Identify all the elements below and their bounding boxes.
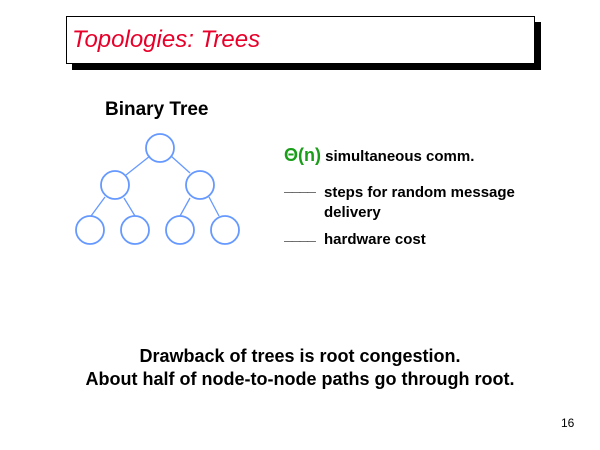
item-text: steps for random message: [324, 184, 515, 201]
tree-edge: [208, 196, 220, 217]
item-hardware-cost: ____ hardware cost: [284, 227, 426, 248]
tree-node-leaf: [210, 215, 240, 245]
binary-tree-diagram: [75, 133, 240, 245]
item-text-cont: delivery: [324, 204, 381, 221]
blank-line: ____: [284, 178, 316, 195]
drawback-line1: Drawback of trees is root congestion.: [139, 346, 461, 366]
item-simultaneous-comm: Θ(n) simultaneous comm.: [284, 145, 474, 166]
tree-edge: [125, 155, 151, 176]
tree-node: [100, 170, 130, 200]
tree-node-root: [145, 133, 175, 163]
drawback-line2: About half of node-to-node paths go thro…: [85, 369, 515, 389]
tree-node-leaf: [75, 215, 105, 245]
tree-edge: [123, 197, 136, 217]
tree-node: [185, 170, 215, 200]
title-box: Topologies: Trees: [66, 16, 535, 64]
tree-node-leaf: [165, 215, 195, 245]
item-random-delivery: ____ steps for random message delivery: [284, 177, 515, 223]
page-number: 16: [561, 416, 575, 430]
drawback-text: Drawback of trees is root congestion. Ab…: [0, 345, 600, 391]
diagram-title: Binary Tree: [105, 99, 209, 120]
slide-title: Topologies: Trees: [72, 26, 261, 53]
item-text: simultaneous comm.: [325, 148, 475, 165]
tree-edge: [179, 197, 191, 217]
item-text: hardware cost: [324, 231, 426, 248]
tree-node-leaf: [120, 215, 150, 245]
tree-edge: [170, 155, 191, 174]
tree-edge: [90, 196, 106, 217]
blank-line: ____: [284, 227, 316, 244]
theta-n: Θ(n): [284, 145, 321, 165]
